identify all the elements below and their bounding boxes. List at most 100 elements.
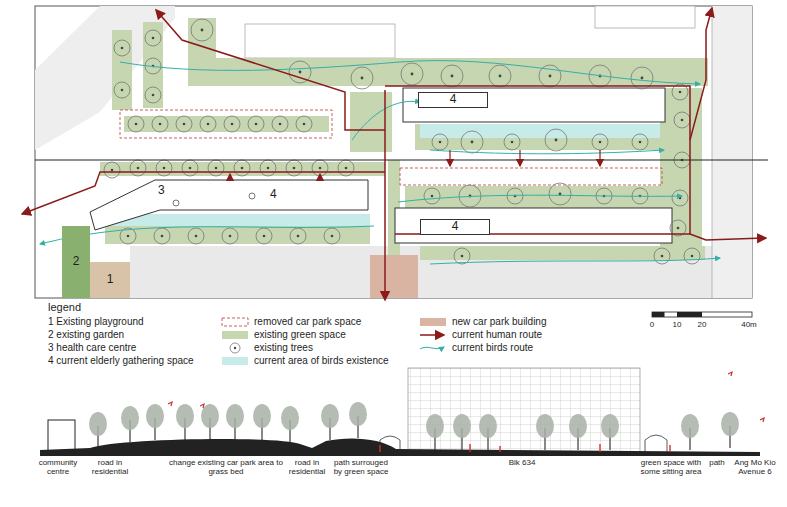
tree bbox=[324, 228, 340, 244]
tree bbox=[222, 228, 238, 244]
tree bbox=[248, 116, 264, 132]
tree bbox=[672, 190, 688, 206]
block-area: 34 bbox=[92, 180, 368, 230]
section-label: Blk 634 bbox=[490, 458, 554, 467]
section-tree bbox=[569, 414, 587, 450]
area-number: 1 bbox=[107, 273, 114, 286]
section-label: change existing car park area to grass b… bbox=[168, 458, 284, 476]
residential-block bbox=[403, 88, 665, 122]
legend-text: 2 existing garden bbox=[48, 329, 124, 341]
section-tree bbox=[281, 406, 299, 442]
tree bbox=[504, 134, 520, 150]
section-tree bbox=[146, 404, 164, 440]
removed-car-park bbox=[120, 110, 332, 138]
community-centre bbox=[48, 420, 75, 452]
tree bbox=[684, 248, 700, 264]
green-space bbox=[188, 18, 216, 58]
section-tree bbox=[479, 414, 497, 450]
section-label: Ang Mo Kio Avenue 6 bbox=[730, 458, 780, 476]
tree bbox=[401, 63, 423, 85]
tree bbox=[454, 248, 470, 264]
section-tree bbox=[226, 404, 244, 440]
area-number: 4 bbox=[452, 220, 459, 233]
green-space bbox=[105, 214, 370, 244]
tree bbox=[104, 162, 120, 178]
tree bbox=[461, 131, 483, 153]
area-number: 2 bbox=[73, 255, 80, 268]
tree bbox=[351, 67, 373, 89]
tree bbox=[128, 116, 144, 132]
section-tree bbox=[89, 412, 107, 448]
neighbour-building bbox=[595, 6, 695, 28]
legend-swatch bbox=[222, 357, 248, 365]
tree bbox=[156, 160, 172, 176]
section-tree bbox=[681, 414, 699, 450]
tree bbox=[632, 134, 648, 150]
scale-number: 10 bbox=[667, 320, 687, 329]
building-symbol bbox=[173, 200, 179, 206]
tree bbox=[145, 30, 161, 46]
section-tree bbox=[176, 404, 194, 440]
human-route bbox=[384, 90, 386, 300]
section-label: road in residential bbox=[284, 458, 330, 476]
area-number: 4 bbox=[270, 188, 277, 201]
legend-text: 1 Existing playground bbox=[48, 316, 144, 328]
section-line bbox=[35, 159, 768, 160]
tree bbox=[114, 82, 130, 98]
tree bbox=[549, 183, 571, 205]
tree bbox=[234, 160, 250, 176]
tree bbox=[260, 160, 276, 176]
section-tree bbox=[601, 414, 619, 450]
birds-area bbox=[105, 214, 370, 226]
birds-route bbox=[430, 258, 720, 264]
tree bbox=[507, 188, 523, 204]
human-route bbox=[156, 10, 385, 130]
tree bbox=[272, 116, 288, 132]
tree bbox=[441, 65, 463, 87]
legend-text: current area of birds existence bbox=[254, 355, 389, 367]
section-tree bbox=[453, 414, 471, 450]
legend-text: current human route bbox=[452, 329, 542, 341]
new-car-park-building bbox=[370, 255, 418, 298]
legend-text: existing green space bbox=[254, 329, 346, 341]
human-route bbox=[690, 234, 766, 240]
gathering-space-tag: 4 bbox=[418, 92, 488, 108]
section-tree bbox=[321, 404, 339, 440]
scale-bar bbox=[677, 312, 702, 317]
legend-text: current birds route bbox=[452, 342, 533, 354]
section-tree bbox=[426, 414, 444, 450]
section-tree bbox=[721, 412, 739, 448]
tree bbox=[145, 87, 161, 103]
playground-area: 1 bbox=[90, 262, 130, 298]
human-route bbox=[319, 174, 320, 180]
birds-route bbox=[398, 195, 682, 202]
tree bbox=[312, 160, 328, 176]
tree bbox=[296, 116, 312, 132]
road-edge bbox=[712, 6, 713, 298]
section-label: community centre bbox=[35, 458, 81, 476]
tree bbox=[545, 129, 567, 151]
legend-sample bbox=[420, 334, 444, 336]
plan-frame bbox=[35, 6, 752, 298]
green-space bbox=[112, 30, 132, 110]
legend-sample bbox=[234, 347, 236, 349]
tree bbox=[182, 160, 198, 176]
tree bbox=[424, 188, 440, 204]
scale-number: 40m bbox=[736, 320, 762, 329]
tree bbox=[191, 19, 213, 41]
tree bbox=[208, 160, 224, 176]
section-label: path bbox=[706, 458, 728, 467]
tree bbox=[188, 228, 204, 244]
legend-swatch bbox=[420, 318, 446, 326]
scale-bar bbox=[652, 312, 665, 317]
green-space bbox=[143, 22, 163, 108]
tree bbox=[432, 134, 448, 150]
legend-swatch bbox=[222, 331, 248, 339]
avenue-ground bbox=[712, 6, 752, 298]
tree bbox=[114, 40, 130, 56]
tree bbox=[256, 228, 272, 244]
human-route bbox=[690, 8, 712, 140]
legend-sample bbox=[230, 343, 240, 353]
tree bbox=[152, 116, 168, 132]
